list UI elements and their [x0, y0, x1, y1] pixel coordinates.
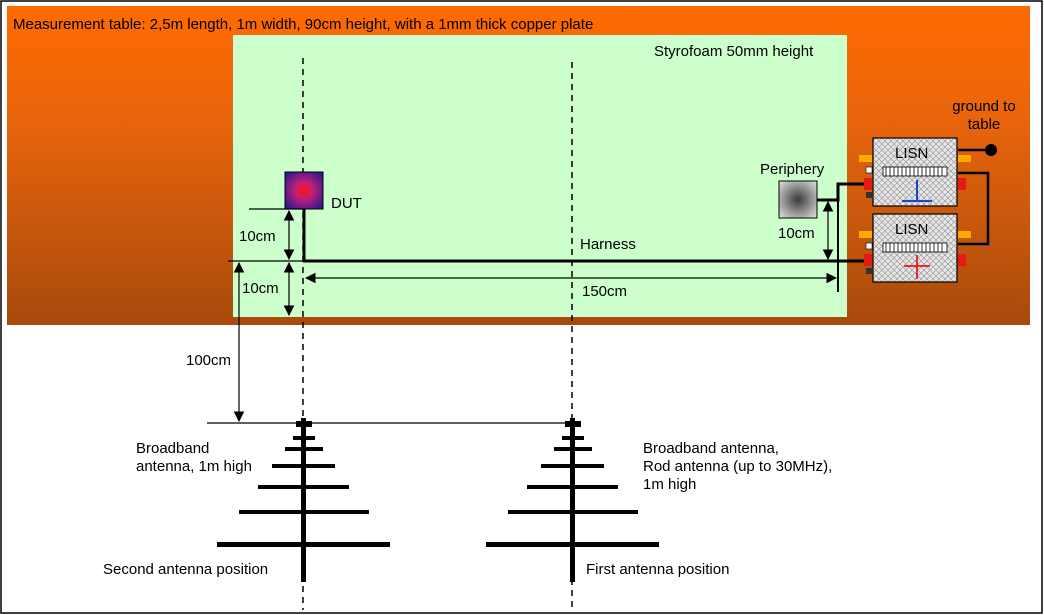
- second-antenna: [217, 418, 390, 582]
- lisn-top-label: LISN: [895, 145, 929, 162]
- lisn-interconnect-wire: [958, 171, 990, 246]
- periphery-label: Periphery: [760, 161, 825, 178]
- first-antenna-description-line3: 1m high: [643, 476, 697, 493]
- antenna-distance-label: 100cm: [186, 352, 232, 369]
- first-antenna-description-line1: Broadband antenna,: [643, 440, 779, 457]
- first-antenna-description: Broadband antenna, Rod antenna (up to 30…: [643, 440, 832, 494]
- lisn-bottom: [859, 213, 971, 283]
- harness-length-label: 150cm: [582, 283, 628, 300]
- first-antenna-description-line2: Rod antenna (up to 30MHz),: [643, 458, 833, 475]
- table-label: Measurement table: 2,5m length, 1m width…: [13, 16, 594, 33]
- second-antenna-description-line1: Broadband: [136, 440, 210, 457]
- second-antenna-description-line2: antenna, 1m high: [136, 458, 252, 475]
- harness-label: Harness: [580, 236, 636, 253]
- periphery-box: [778, 180, 818, 219]
- ground-label: ground to table: [944, 98, 1024, 134]
- styrofoam-block: [233, 35, 847, 317]
- ground-label-line1: ground to: [952, 98, 1016, 115]
- ground-label-line2: table: [967, 116, 1001, 133]
- first-antenna-position-label: First antenna position: [586, 561, 730, 578]
- second-antenna-position-label: Second antenna position: [103, 561, 269, 578]
- ground-terminal: [985, 144, 997, 156]
- dut-box: [284, 171, 324, 210]
- styrofoam-label: Styrofoam 50mm height: [654, 43, 814, 60]
- dut-label: DUT: [331, 195, 362, 212]
- lisn-top: [859, 137, 971, 207]
- first-antenna: [486, 418, 659, 582]
- dut-height-label: 10cm: [239, 228, 276, 245]
- second-antenna-description: Broadband antenna, 1m high: [136, 440, 252, 476]
- periphery-height-label: 10cm: [778, 225, 815, 242]
- harness-height-label: 10cm: [242, 280, 279, 297]
- lisn-bottom-label: LISN: [895, 221, 929, 238]
